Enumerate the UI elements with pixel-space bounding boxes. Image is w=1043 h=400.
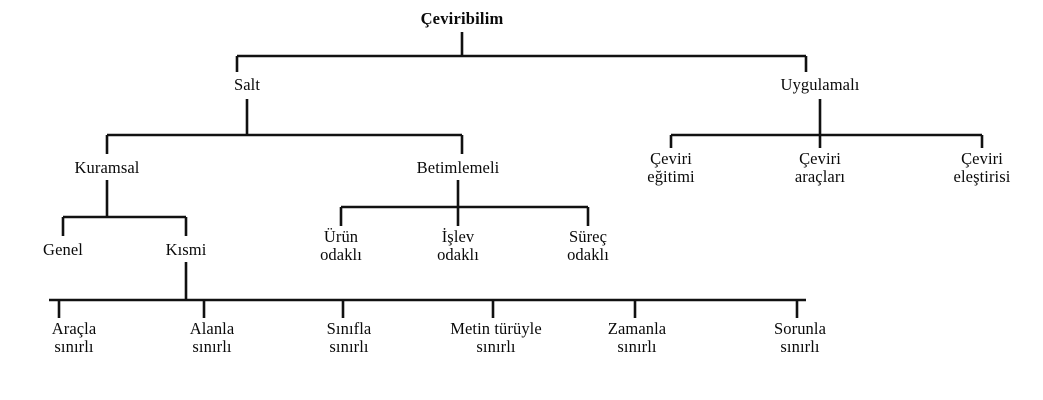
tree-connectors — [49, 32, 984, 318]
